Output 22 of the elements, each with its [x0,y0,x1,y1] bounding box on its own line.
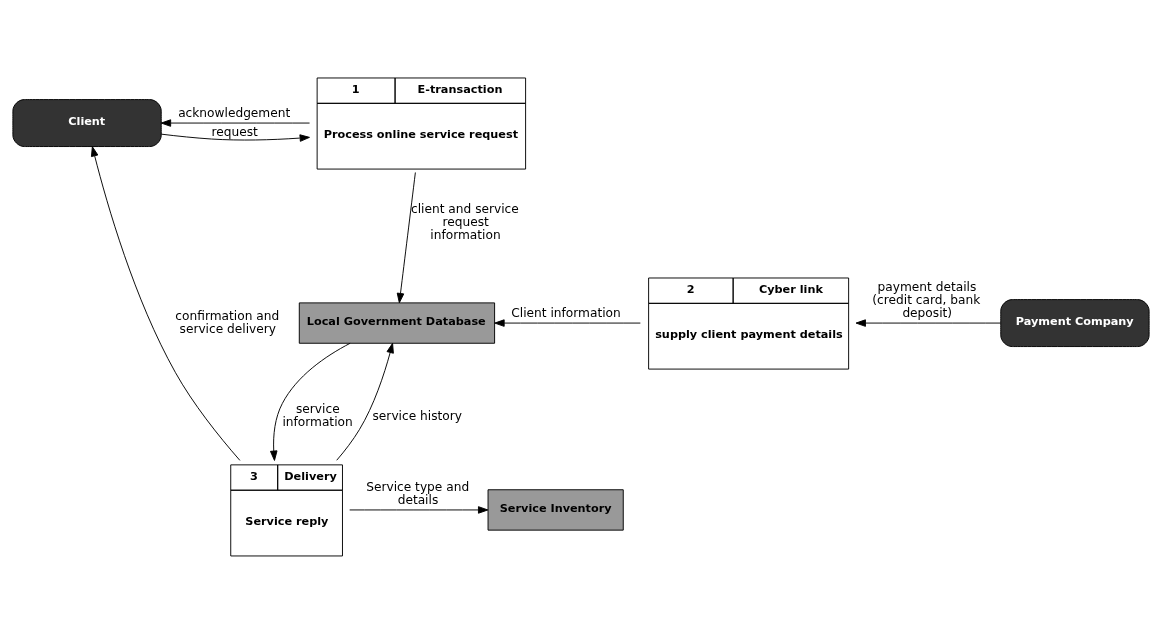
node-box: Payment Company [1000,298,1150,347]
edge-label: acknowledgement [178,105,291,120]
arrow [494,318,641,327]
arrow [160,118,311,127]
arrow [855,318,1002,327]
arrow [396,171,416,303]
arrow [160,133,310,142]
node-box: Service Inventory [487,488,624,531]
edge-label: service information [282,401,353,429]
edge-label: client and service request information [411,201,519,242]
edge-label: Client information [511,305,621,320]
edge-label: confirmation and service delivery [175,308,280,336]
edge-label: Service type and details [366,479,470,507]
node-box: Client [12,98,162,147]
arrow [91,145,241,461]
arrow [270,342,351,461]
edge-label: payment details (credit card, bank deposit) [872,279,981,320]
arrow [349,505,489,514]
arrow [336,342,394,461]
node-box: Local Government Database [298,301,496,344]
edge-label: request [211,124,258,139]
edge-label: service history [372,408,462,423]
